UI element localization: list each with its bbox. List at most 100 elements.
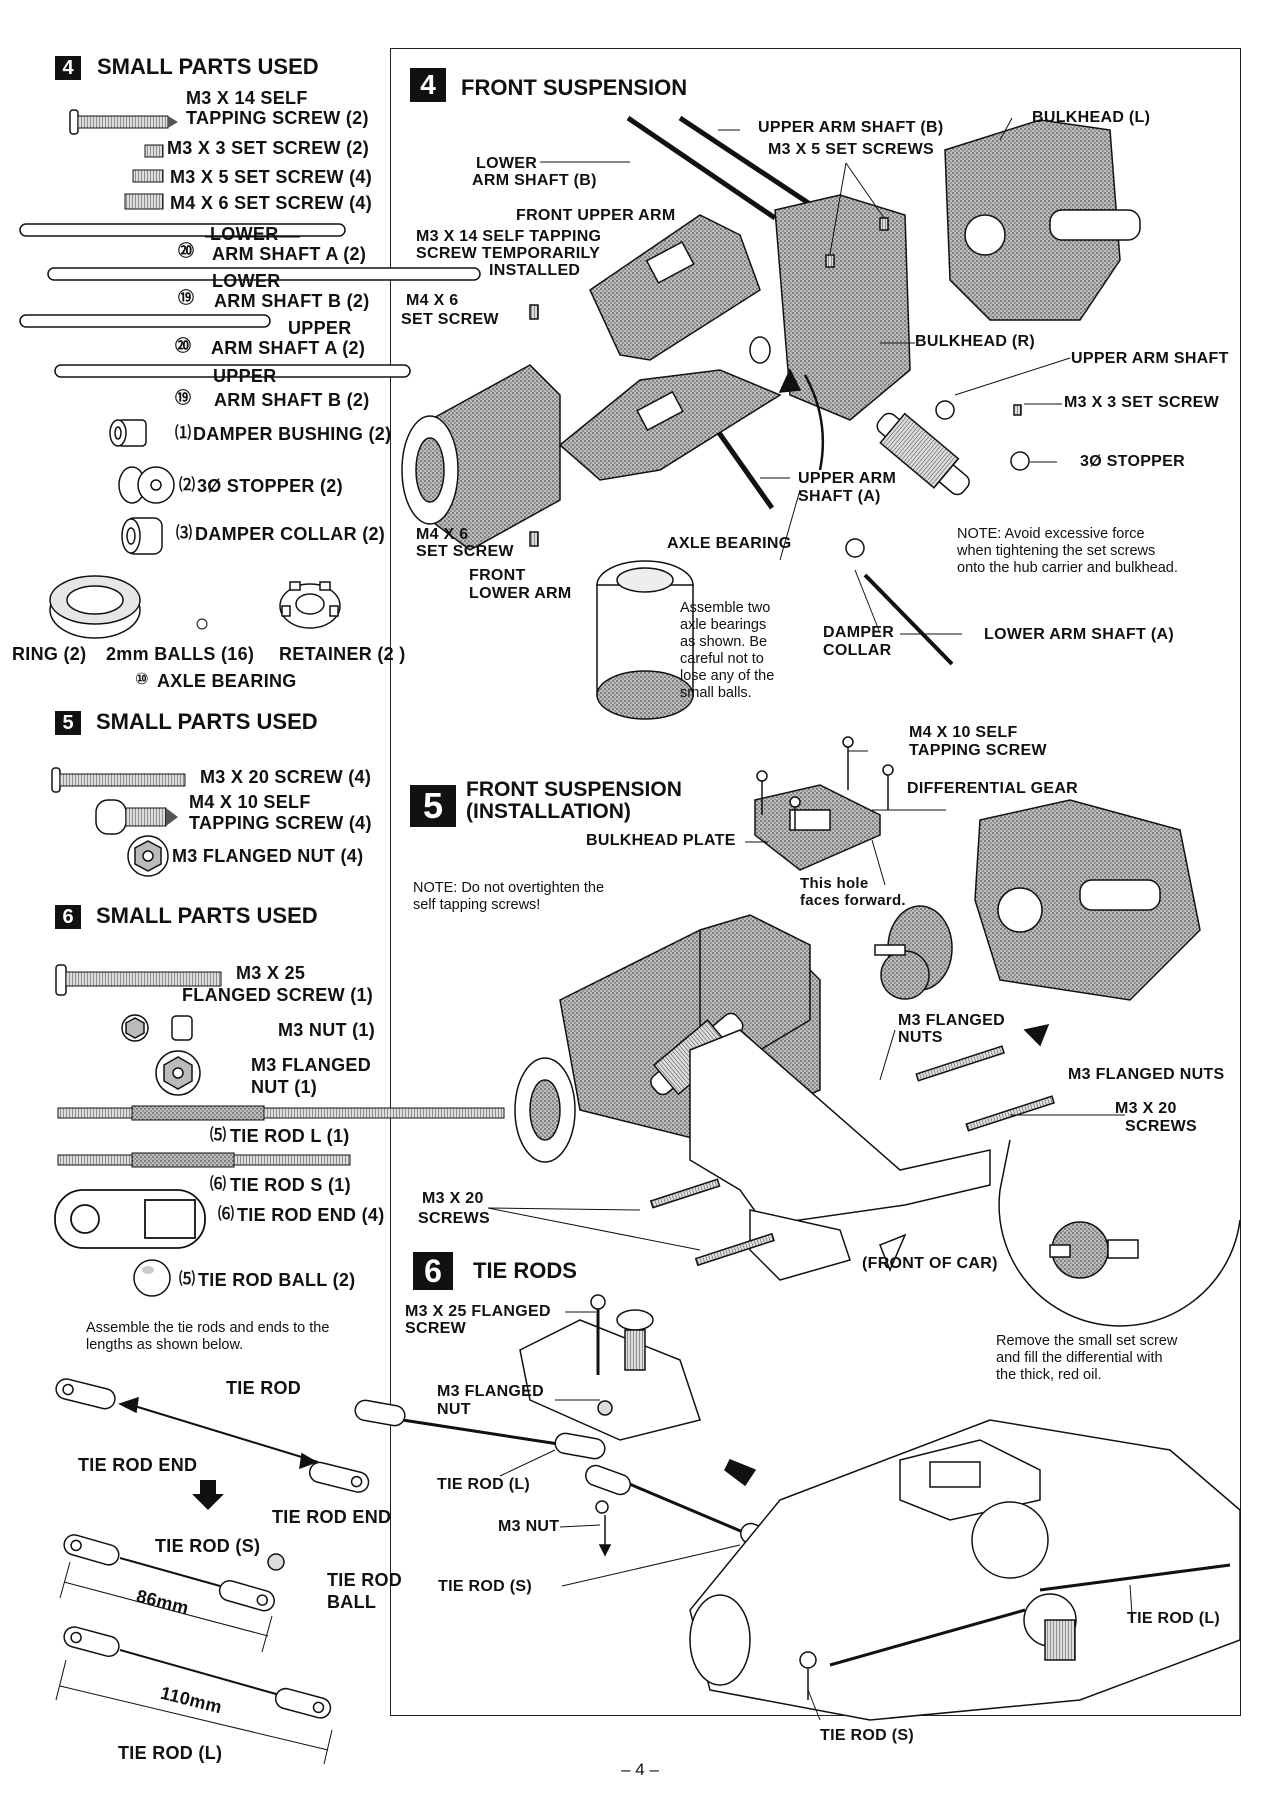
label: (FRONT OF CAR) [862,1255,998,1272]
label: M3 FLANGED [898,1012,1005,1029]
page-number: – 4 – [621,1760,659,1779]
part-label: RETAINER (2 ) [279,644,406,664]
damper-bushing-icon [109,419,147,447]
bearing-note-line: as shown. Be [680,634,768,650]
part-label: AXLE BEARING [157,671,297,691]
label: TIE ROD (S) [438,1578,532,1595]
label: SET SCREW [401,311,499,328]
part-number: ⑸ [210,1127,227,1144]
m3-flanged-nut-2-icon [155,1050,201,1096]
label: LOWER ARM SHAFT (A) [984,626,1174,643]
part-number: ⑸ [179,1271,196,1288]
label: BULKHEAD (L) [1032,109,1151,126]
step5-small-parts-badge: 5 [55,711,81,735]
part-label: M4 X 10 SELF [189,792,311,812]
label: M4 X 10 SELF [909,724,1018,741]
step6-small-parts-badge: 6 [55,905,81,929]
part-label: DAMPER COLLAR (2) [195,524,386,544]
label: faces forward. [800,892,906,909]
label: BULKHEAD (R) [915,333,1036,350]
part-number: ⑹ [210,1176,227,1193]
step4-leader-lines [540,117,1071,635]
part-label: TIE ROD L (1) [230,1126,350,1146]
step5-badge: 5 [410,785,456,827]
part-label: M3 X 5 SET SCREW (4) [170,167,373,187]
part-label: 2mm BALLS (16) [106,644,255,664]
m4x10-screw-icon [95,799,178,835]
label: 3Ø STOPPER [1080,453,1185,470]
part-label: M4 X 6 SET SCREW (4) [170,193,373,213]
part-number: ⑲ [178,290,195,307]
label: M3 X 25 FLANGED [405,1303,551,1320]
upper-arm-shaft-b-icon [54,364,411,378]
step4-note-line: NOTE: Avoid excessive force [957,526,1145,542]
tie-rod-end-icon [54,1189,206,1249]
damper-collar-icon [121,517,163,555]
label: UPPER ARM SHAFT [1071,350,1229,367]
step5-leader-lines [487,750,1125,1251]
bearing-note-line: small balls. [680,685,752,701]
part-label: M3 X 20 SCREW (4) [200,767,372,787]
bearing-note-line: Assemble two [680,600,771,616]
diagram-label: TIE ROD END [272,1507,392,1527]
label: M3 X 5 SET SCREWS [768,141,935,158]
part-label: 3Ø STOPPER (2) [197,476,343,496]
label: SCREWS [418,1210,491,1227]
label: UPPER ARM [798,470,897,487]
lower-arm-shaft-a-icon [19,223,346,237]
tie-rod-l-icon [57,1107,505,1119]
stopper-icon [118,466,175,504]
diagram-label: TIE ROD (S) [155,1536,261,1556]
part-number: ⑲ [175,390,192,407]
label: SHAFT (A) [798,488,881,505]
step5-note-line: self tapping screws! [413,897,541,913]
label: FRONT UPPER ARM [516,207,676,224]
part-label: ARM SHAFT B (2) [214,390,370,410]
part-number: ⑹ [218,1206,235,1223]
label: COLLAR [823,642,892,659]
part-label: FLANGED SCREW (1) [182,985,374,1005]
tie-rod-assembly-diagram [55,1378,370,1765]
label: AXLE BEARING [667,535,792,552]
part-number: ⑳ [178,243,195,260]
label: SCREW [405,1320,467,1337]
part-label: RING (2) [12,644,87,664]
label: ARM SHAFT (B) [472,172,597,189]
step4-note-line: when tightening the set screws [957,543,1156,559]
front-suspension-diagram [401,115,1141,720]
part-number: ⑩ [135,671,149,688]
lower-arm-shaft-b-icon [47,267,481,281]
part-number: ⑴ [175,425,192,442]
bearing-note-line: axle bearings [680,617,767,633]
step6-title: TIE RODS [473,1258,577,1283]
step4-small-parts-badge: 4 [55,56,81,80]
label: M3 FLANGED NUTS [1068,1066,1225,1083]
label: FRONT [469,567,526,584]
part-label: UPPER [213,366,277,386]
diagram-label: TIE ROD END [78,1455,198,1475]
part-label: TAPPING SCREW (4) [189,813,372,833]
label: LOWER ARM [469,585,572,602]
assemble-note-line: Assemble the tie rods and ends to the [86,1320,330,1336]
tie-rods-diagram [354,1294,1241,1721]
diff-note-line: Remove the small set screw [996,1333,1178,1349]
part-label: M3 X 14 SELF [186,88,308,108]
part-label: M3 FLANGED NUT (4) [172,846,364,866]
ball-icon [196,618,208,630]
step6-badge: 6 [413,1252,453,1290]
upper-arm-shaft-a-icon [19,314,271,328]
label: UPPER ARM SHAFT (B) [758,119,944,136]
diagram-label: TIE ROD [327,1570,403,1590]
label: BULKHEAD PLATE [586,832,736,849]
label: DAMPER [823,624,895,641]
label: M3 X 3 SET SCREW [1064,394,1220,411]
m3-flanged-nut-icon [127,835,169,877]
m3x5-set-screw-icon [132,169,164,183]
m3x25-screw-icon [55,964,222,996]
part-label: ARM SHAFT A (2) [212,244,367,264]
label: M3 X 14 SELF TAPPING [416,228,602,245]
step6-leader-lines [499,1311,1133,1721]
part-label: TIE ROD BALL (2) [198,1270,356,1290]
part-label: TIE ROD S (1) [230,1175,351,1195]
